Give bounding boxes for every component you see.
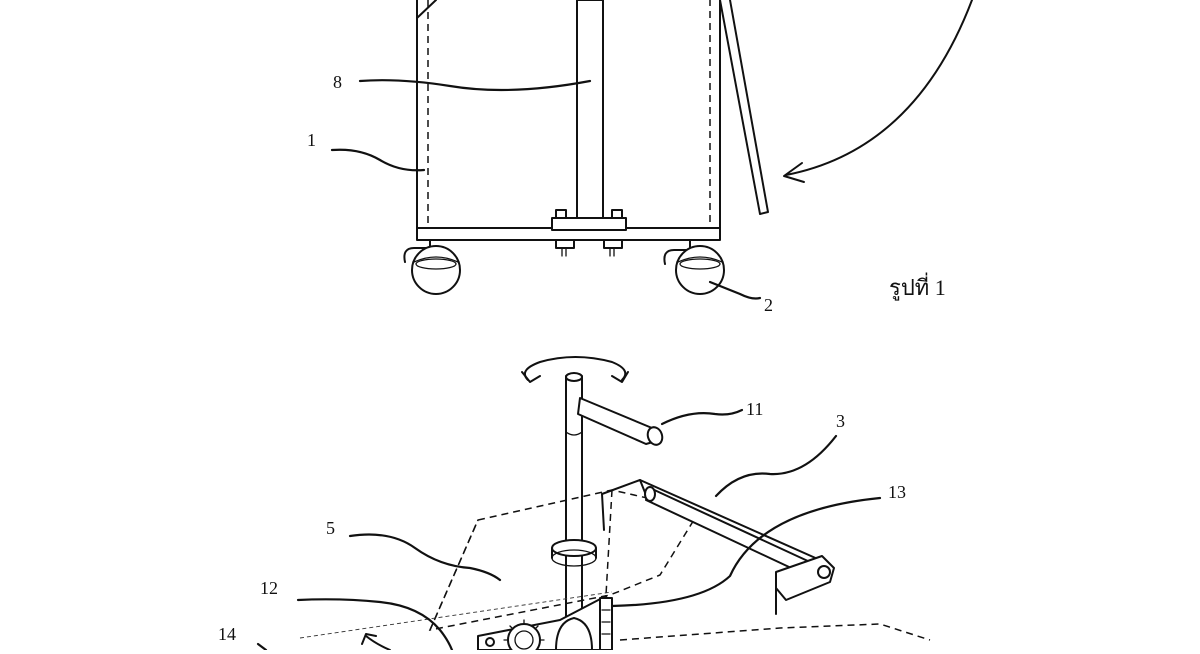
figure-1: 8 1 2 รูปที่ 1 xyxy=(307,0,973,315)
pole-mount-plate xyxy=(551,217,627,231)
rod-end xyxy=(644,486,656,502)
pole-nut-right xyxy=(603,239,623,249)
pivot-arrow-head xyxy=(361,633,377,645)
cabinet-inner-outline xyxy=(427,0,711,229)
shaft-collar-bottom xyxy=(551,549,597,567)
leader-14 xyxy=(256,642,268,652)
handle-rotation-arrowhead-left xyxy=(521,371,541,383)
leader-3 xyxy=(714,434,838,498)
caster-left xyxy=(403,239,461,295)
leader-13 xyxy=(610,496,882,608)
callout-3: 3 xyxy=(836,411,845,431)
hinge-plate-marks xyxy=(601,609,611,635)
hinge-plate xyxy=(599,597,613,651)
shaft-top-cap xyxy=(565,372,583,382)
bracket-bolt xyxy=(485,637,495,647)
base-dashed-plate xyxy=(619,623,931,641)
leader-2 xyxy=(708,280,762,300)
figure-2: 11 3 13 5 12 14 xyxy=(218,356,931,654)
pole xyxy=(576,0,604,223)
crank-handle-end xyxy=(646,426,664,446)
pivot-arrow xyxy=(365,635,391,651)
callout-11: 11 xyxy=(746,399,763,419)
leader-11 xyxy=(660,408,744,426)
rotation-arrow-curve xyxy=(785,0,973,176)
callout-5: 5 xyxy=(326,518,335,538)
callout-8: 8 xyxy=(333,72,342,92)
shaft-base-cone xyxy=(555,617,593,651)
leader-12 xyxy=(296,598,454,652)
pole-nut-left xyxy=(555,239,575,249)
cabinet-slanted-top xyxy=(416,0,437,19)
rotation-arrow-head xyxy=(783,162,805,183)
handle-rotation-arrow xyxy=(524,356,627,381)
handle-rotation-arrowhead-right xyxy=(611,371,629,383)
leader-1 xyxy=(330,148,426,172)
gear-wheel xyxy=(503,619,545,654)
housing-dashed-back xyxy=(605,489,613,596)
callout-12: 12 xyxy=(260,578,278,598)
pole-bolt-right xyxy=(611,209,623,219)
tilted-door xyxy=(719,0,769,215)
shaft-joint xyxy=(565,431,583,436)
callout-1: 1 xyxy=(307,130,316,150)
callout-14: 14 xyxy=(218,624,236,644)
cabinet-body xyxy=(416,0,721,239)
arm-assembly xyxy=(601,479,835,615)
housing-guide-line xyxy=(299,591,613,639)
shaft-collar xyxy=(551,539,597,557)
leader-8 xyxy=(358,79,592,92)
pole-bolt-left xyxy=(555,209,567,219)
housing-dashed-edge xyxy=(429,519,479,631)
callout-13: 13 xyxy=(888,482,906,502)
leader-5 xyxy=(348,533,502,582)
callout-2: 2 xyxy=(764,295,773,315)
caster-right xyxy=(663,239,725,295)
figure-1-caption: รูปที่ 1 xyxy=(889,272,946,301)
